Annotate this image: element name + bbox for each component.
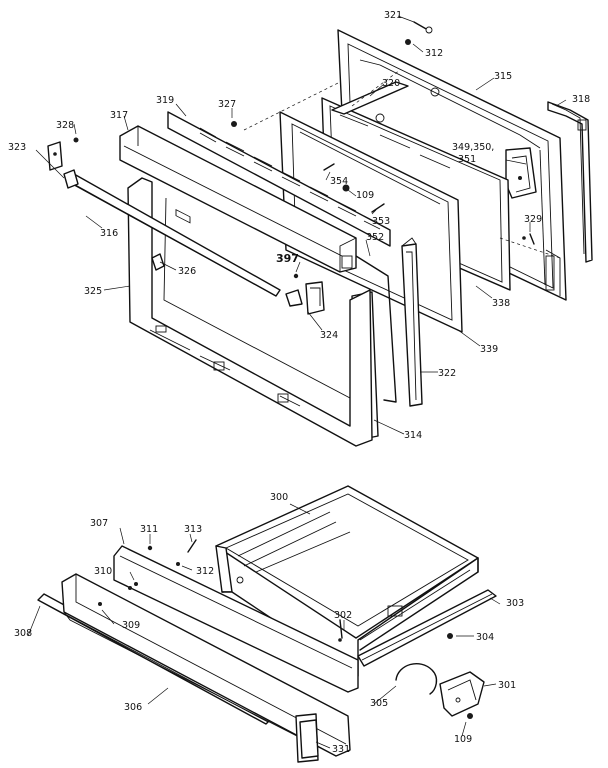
- washer-109-lower: [467, 713, 473, 719]
- callout-323: 323: [8, 142, 26, 153]
- callout-339: 339: [480, 344, 498, 355]
- callout-309: 309: [122, 620, 140, 631]
- callout-354: 354: [330, 176, 348, 187]
- screw-310: [134, 582, 138, 586]
- screw-321: [413, 21, 433, 34]
- callout-312-top: 312: [425, 48, 443, 59]
- washer-312-top: [405, 39, 411, 45]
- callout-349-350: 349,350,: [452, 142, 494, 153]
- leader-lines-upper: [35, 15, 567, 435]
- callout-326: 326: [178, 266, 196, 277]
- callout-310: 310: [94, 566, 112, 577]
- callout-304: 304: [476, 632, 494, 643]
- callout-305: 305: [370, 698, 388, 709]
- screw-313: [187, 539, 197, 553]
- callout-351: 351: [458, 154, 476, 165]
- slide-rail-303: [357, 589, 497, 667]
- callout-322: 322: [438, 368, 456, 379]
- spring-clip-305: [395, 662, 438, 695]
- pin-302: [338, 619, 343, 642]
- drawer-front-inner-panel-307: [113, 545, 359, 693]
- fastener-329: [522, 233, 535, 245]
- callout-324: 324: [320, 330, 338, 341]
- hinge-bracket-349-350-351: [505, 147, 537, 199]
- callout-301: 301: [498, 680, 516, 691]
- callout-331: 331: [332, 744, 350, 755]
- callout-300: 300: [270, 492, 288, 503]
- screw-397: [293, 273, 299, 279]
- nut-304: [447, 633, 453, 639]
- callout-353: 353: [372, 216, 390, 227]
- screw-354: [323, 163, 335, 171]
- washer-312-lower: [176, 562, 180, 566]
- clip-pair-324: [285, 281, 325, 315]
- callout-306: 306: [124, 702, 142, 713]
- trim-channel-317: [119, 125, 357, 273]
- callout-325: 325: [84, 286, 102, 297]
- callout-109-lower: 109: [454, 734, 472, 745]
- callout-labels: 321 312 315 320 318 327 319 317 328 323 …: [8, 10, 590, 755]
- screw-327: [231, 121, 237, 127]
- callout-313: 313: [184, 524, 202, 535]
- callout-338: 338: [492, 298, 510, 309]
- vent-panel-319: [167, 111, 391, 247]
- callout-316: 316: [100, 228, 118, 239]
- end-cap-323: [47, 141, 79, 189]
- door-handle-318: [547, 101, 593, 263]
- screw-309: [98, 602, 102, 606]
- end-bracket-331: [299, 719, 319, 759]
- clip-326: [151, 253, 165, 271]
- screw-328: [73, 137, 79, 143]
- alignment-lines: [243, 69, 561, 259]
- callout-320: 320: [382, 78, 400, 89]
- callout-352: 352: [366, 232, 384, 243]
- door-glass-320: [331, 81, 409, 115]
- callout-317: 317: [110, 110, 128, 121]
- callout-321: 321: [384, 10, 402, 21]
- callout-312-lower: 312: [196, 566, 214, 577]
- callout-303: 303: [506, 598, 524, 609]
- callout-314: 314: [404, 430, 422, 441]
- screw-311: [147, 545, 153, 551]
- screw-353: [371, 203, 385, 213]
- callout-328: 328: [56, 120, 74, 131]
- bracket-301: [439, 671, 485, 717]
- callout-315: 315: [494, 71, 512, 82]
- callout-311: 311: [140, 524, 158, 535]
- insulation-frame-352: [355, 255, 397, 403]
- callout-307: 307: [90, 518, 108, 529]
- callout-308: 308: [14, 628, 32, 639]
- callout-319: 319: [156, 95, 174, 106]
- callout-327: 327: [218, 99, 236, 110]
- leader-lines-lower: [27, 503, 501, 749]
- drawer-pan-300: [215, 485, 479, 677]
- callout-302: 302: [334, 610, 352, 621]
- callout-109-top: 109: [356, 190, 374, 201]
- side-channel-322: [401, 237, 423, 407]
- callout-397: 397: [276, 252, 299, 265]
- callout-318: 318: [572, 94, 590, 105]
- callout-329: 329: [524, 214, 542, 225]
